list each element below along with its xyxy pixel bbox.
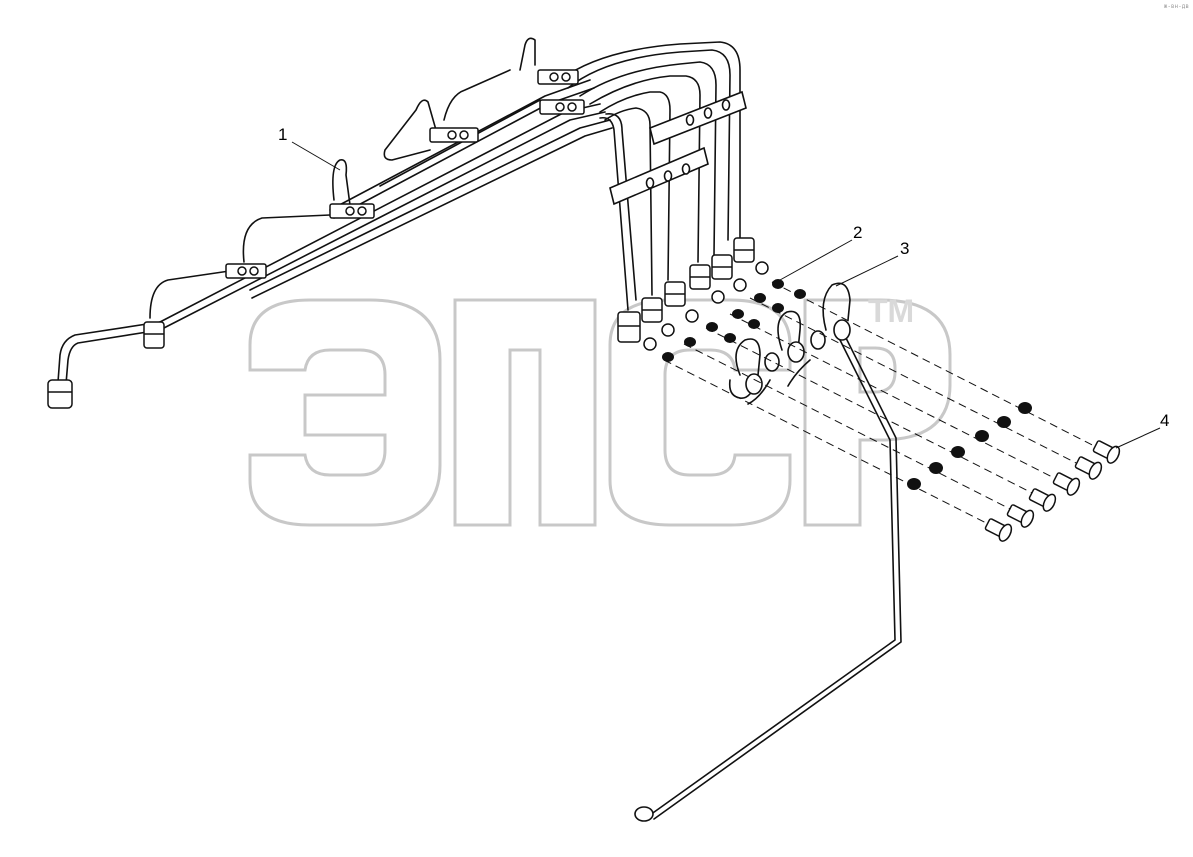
watermark: TM	[248, 293, 952, 527]
clamp	[537, 69, 579, 85]
injector-fitting	[664, 281, 699, 323]
return-loop	[787, 359, 811, 387]
return-loop	[653, 337, 902, 820]
return-loop	[777, 310, 802, 351]
banjo-bolt	[1006, 504, 1035, 528]
watermark-trademark: TM	[868, 293, 914, 329]
banjo-bolts	[984, 440, 1121, 542]
watermark-letter-e	[248, 298, 442, 527]
banjo-bolt	[1052, 472, 1081, 496]
fitting-nut	[143, 321, 165, 349]
injector-fitting	[733, 237, 769, 275]
watermark-letter-r	[803, 298, 952, 527]
fitting-nut	[47, 379, 73, 409]
clamp	[329, 203, 375, 219]
return-line-assembly	[634, 282, 902, 822]
bracket-plate	[609, 146, 709, 206]
fuel-pipe	[159, 111, 606, 331]
injector-fitting	[641, 297, 675, 337]
part-label-1: 1	[278, 125, 287, 144]
fuel-pipe	[559, 41, 741, 241]
fuel-pipe	[567, 49, 731, 241]
sealing-washers	[662, 279, 1032, 490]
pipe-loop	[443, 69, 511, 121]
banjo-fittings	[634, 319, 851, 822]
part-label-2: 2	[853, 223, 862, 242]
fuel-pipe	[249, 119, 611, 291]
leader-line-2	[779, 239, 853, 281]
fuel-pipe	[599, 116, 629, 311]
fuel-pipe	[599, 91, 671, 281]
injector-fitting	[617, 311, 657, 351]
header-brackets	[609, 90, 747, 206]
clamp	[539, 99, 585, 115]
banjo-bolt	[1092, 440, 1121, 464]
fuel-pipe	[605, 113, 637, 301]
fuel-pipe	[251, 127, 613, 299]
watermark-letter-s	[608, 298, 792, 527]
pipe-loop	[149, 267, 251, 319]
banjo-bolt	[1074, 456, 1103, 480]
pipe-loop	[57, 321, 161, 383]
fuel-pipe	[589, 75, 701, 263]
bracket-plate	[649, 90, 747, 146]
return-loop	[747, 379, 771, 405]
leader-line-3	[835, 255, 899, 287]
pipe-loop	[519, 37, 536, 71]
leader-line-1	[291, 141, 341, 171]
fuel-pipe	[579, 61, 717, 256]
watermark-letter-p	[453, 298, 597, 527]
injector-fittings	[617, 237, 769, 351]
return-loop	[649, 339, 896, 816]
leader-lines	[291, 141, 1161, 449]
assembly-axes	[663, 281, 1113, 531]
return-loop	[822, 282, 851, 331]
fuel-pipe	[159, 103, 601, 323]
banjo-bolt	[1028, 488, 1057, 512]
banjo-bolt	[984, 518, 1013, 542]
injection-pipe-assembly	[57, 37, 741, 385]
injector-fitting	[711, 254, 747, 292]
pipe-loop	[65, 329, 161, 385]
pipe-loop	[383, 99, 437, 161]
clamps	[225, 69, 585, 279]
pipe-loop	[242, 214, 331, 263]
fuel-pipe	[329, 79, 591, 211]
pipe-end-fittings	[47, 321, 165, 409]
clamp	[225, 263, 267, 279]
leader-line-4	[1115, 427, 1161, 449]
corner-note: ж-вн-дв	[1163, 3, 1189, 10]
pipe-loop	[332, 159, 351, 206]
clamp	[429, 127, 479, 143]
fuel-pipe	[379, 99, 541, 187]
part-label-3: 3	[900, 239, 909, 258]
part-label-4: 4	[1160, 411, 1169, 430]
injector-fitting	[689, 264, 725, 304]
bracket-holes	[645, 99, 731, 189]
